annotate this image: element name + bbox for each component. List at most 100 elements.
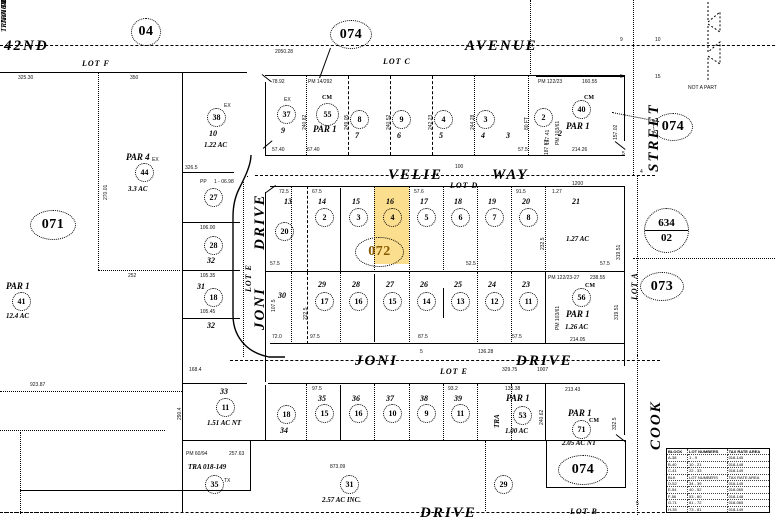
apn-circle-41[interactable]: 41 xyxy=(12,292,31,311)
apn-circle-16[interactable]: 16 xyxy=(349,292,368,311)
page-ref-071[interactable]: 071 xyxy=(30,210,76,240)
legend-header-block: BLOCK xyxy=(665,447,689,456)
apn-circle-6-row2[interactable]: 6 xyxy=(451,208,470,227)
apn-circle-44[interactable]: 44 xyxy=(135,163,154,182)
lotno-6: 6 xyxy=(397,131,401,140)
row4-div-d xyxy=(409,384,410,440)
dim-row3-72: 72.0 xyxy=(272,334,282,340)
apn-circle-12[interactable]: 12 xyxy=(485,292,504,311)
dim-row2-2021: 1.27 xyxy=(552,189,562,195)
acres-1-27: 1.27 AC xyxy=(566,235,590,243)
page-ref-074-top[interactable]: 074 xyxy=(330,20,372,49)
row4-div-c xyxy=(374,384,375,440)
legend-cell: G-71 xyxy=(665,499,689,507)
apn-circle-10-row4[interactable]: 10 xyxy=(383,404,402,423)
row2-div-g xyxy=(477,186,478,272)
apn-circle-71[interactable]: 71 xyxy=(572,420,591,439)
joni-drive-curve-top xyxy=(247,176,248,177)
acres-1-00: 1.00 AC xyxy=(505,427,529,435)
legend-cell: 73 - 81 xyxy=(687,505,728,513)
row4-div-f xyxy=(477,384,478,440)
top-div-5 xyxy=(474,76,475,155)
apn-circle-38[interactable]: 38 xyxy=(207,108,226,127)
apn-circle-2-row2[interactable]: 2 xyxy=(315,208,334,227)
apn-circle-20[interactable]: 20 xyxy=(275,222,294,241)
dim-right-edge: 319.51 xyxy=(616,244,622,260)
apn-circle-53[interactable]: 53 xyxy=(513,406,532,425)
row3-div-f xyxy=(443,288,444,318)
apn-circle-56[interactable]: 56 xyxy=(572,288,591,307)
dim-pm122-23-27: PM 122/23-27 xyxy=(548,275,580,281)
page-ref-634-02[interactable]: 634 02 xyxy=(644,208,689,253)
apn-circle-11-row3[interactable]: 11 xyxy=(519,292,538,311)
street-label-42nd: 42ND xyxy=(4,38,49,54)
apn-circle-5-row2[interactable]: 5 xyxy=(417,208,436,227)
apn-circle-3-row2[interactable]: 3 xyxy=(349,208,368,227)
legend-cell: 018-145 xyxy=(726,454,771,462)
apn-circle-7-row2[interactable]: 7 xyxy=(485,208,504,227)
apn-circle-11-west[interactable]: 11 xyxy=(216,398,235,417)
apn-circle-16-row4[interactable]: 16 xyxy=(349,404,368,423)
dim-213-43: 213.43 xyxy=(565,387,581,393)
apn-circle-9-row4[interactable]: 9 xyxy=(417,404,436,423)
se-block-bottom xyxy=(546,487,626,488)
page-ref-073[interactable]: 073 xyxy=(640,272,684,301)
lotno-13: 13 xyxy=(284,197,292,206)
lotno-35: 35 xyxy=(318,394,326,403)
apn-circle-18[interactable]: 18 xyxy=(277,405,296,424)
apn-circle-27[interactable]: 27 xyxy=(204,188,223,207)
dim-67-5: 67.5 xyxy=(312,189,322,195)
apn-circle-9[interactable]: 9 xyxy=(392,110,411,129)
joni-drive-centerline xyxy=(243,182,244,357)
apn-circle-13[interactable]: 13 xyxy=(451,292,470,311)
apn-circle-11-row4[interactable]: 11 xyxy=(451,404,470,423)
apn-circle-14[interactable]: 14 xyxy=(417,292,436,311)
lotno-34: 34 xyxy=(280,426,288,435)
apn-circle-15-row4[interactable]: 15 xyxy=(315,404,334,423)
south-block-top xyxy=(250,440,545,441)
legend-cell: 018-065 xyxy=(726,486,771,494)
apn-circle-35-west[interactable]: 35 xyxy=(205,475,224,494)
page-ref-074-right[interactable]: 074 xyxy=(653,113,693,141)
lotno-25: 25 xyxy=(454,280,462,289)
west-lower-line2 xyxy=(0,430,165,431)
apn-circle-31[interactable]: 31 xyxy=(340,475,359,494)
grid-tick-15: 15 xyxy=(655,74,661,80)
apn-circle-15[interactable]: 15 xyxy=(383,292,402,311)
page-ref-072-highlighted[interactable]: 072 xyxy=(355,237,404,267)
apn-circle-29-south[interactable]: 29 xyxy=(494,475,513,494)
top-div-2 xyxy=(348,76,349,155)
dim-157-02: 157.02 xyxy=(613,124,619,140)
apn-circle-8-row2[interactable]: 8 xyxy=(519,208,538,227)
row2-div-f xyxy=(443,186,444,272)
dim-west-strip-5: 326.5 xyxy=(185,165,198,171)
apn-circle-17[interactable]: 17 xyxy=(315,292,334,311)
apn-circle-28[interactable]: 28 xyxy=(204,236,223,255)
apn-circle-4-top[interactable]: 4 xyxy=(434,110,453,129)
page-ref-02: 02 xyxy=(661,232,672,244)
dim-240-52: 240.52 xyxy=(386,114,392,130)
row4-div-b xyxy=(340,385,341,440)
weststrip-hl-1 xyxy=(182,72,247,73)
dim-joni-136: 136.28 xyxy=(478,349,494,355)
apn-circle-55[interactable]: 55 xyxy=(316,103,339,126)
lotno-18: 18 xyxy=(454,197,462,206)
top-note-ex: EX xyxy=(284,97,291,103)
apn-circle-3-top[interactable]: 3 xyxy=(476,110,495,129)
dim-350: 350 xyxy=(130,75,139,81)
page-ref-074-bottom[interactable]: 074 xyxy=(558,455,608,485)
west-pp-note: 1 - 06.98 xyxy=(214,179,234,185)
table-row: G-71 61 - 72 018-065 xyxy=(665,499,771,507)
apn-circle-40[interactable]: 40 xyxy=(572,100,591,119)
dim-joni-1007: 1007 xyxy=(537,367,549,373)
apn-circle-8[interactable]: 8 xyxy=(350,110,369,129)
apn-circle-2-top[interactable]: 2 xyxy=(534,108,553,127)
apn-circle-37[interactable]: 37 xyxy=(277,105,296,124)
lot-label-c: LOT C xyxy=(383,57,411,66)
apn-circle-18-west[interactable]: 18 xyxy=(204,288,223,307)
legend-cell: F-56 xyxy=(665,492,689,501)
page-ref-04[interactable]: 04 xyxy=(131,18,161,46)
apn-circle-4-row2[interactable]: 4 xyxy=(383,208,402,227)
legend-cell: H-35 xyxy=(665,505,689,513)
